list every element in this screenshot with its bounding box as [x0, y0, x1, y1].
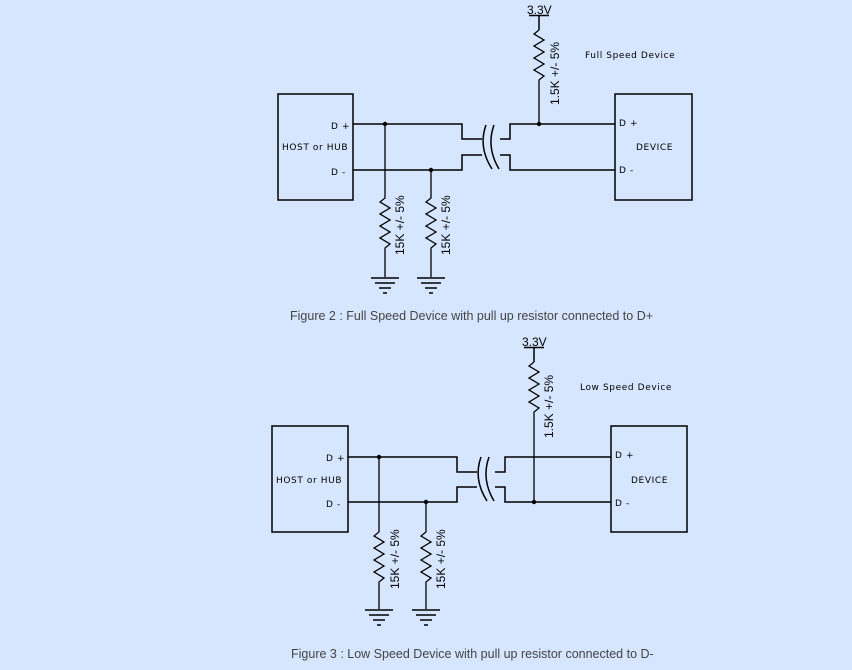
device-type-label: Low Speed Device [580, 383, 672, 393]
figure-2: 3.3V 1.5K +/- 5% Full Speed Device D + H… [277, 3, 693, 323]
twisted-pair-left [477, 456, 488, 502]
junction-pullup [536, 121, 542, 127]
host-box [271, 425, 349, 533]
device-box [610, 425, 688, 533]
dminus-wire-device [495, 486, 611, 503]
pulldown-resistor-1 [372, 457, 386, 609]
supply-voltage-label: 3.3V [522, 335, 547, 349]
ground-icon [417, 277, 445, 294]
device-dminus-label: D - [615, 499, 630, 509]
host-dminus-label: D - [326, 500, 341, 510]
twisted-pair-right [490, 124, 500, 170]
pullup-resistor-label: 1.5K +/- 5% [542, 375, 556, 438]
dplus-wire-device [495, 456, 611, 473]
device-label: DEVICE [636, 143, 673, 153]
host-label: HOST or HUB [282, 143, 348, 153]
pulldown-resistor-2 [419, 502, 433, 609]
ground-icon [412, 609, 440, 626]
device-box [614, 93, 693, 201]
host-dminus-label: D - [331, 168, 346, 178]
junction-pullup [531, 499, 537, 505]
host-dplus-label: D + [326, 454, 345, 464]
dminus-wire-device [500, 154, 615, 171]
pulldown-resistor-1 [378, 124, 392, 277]
supply-voltage-label: 3.3V [527, 3, 552, 17]
pullup-resistor [532, 29, 546, 124]
pulldown-resistor-2 [424, 170, 438, 277]
device-type-label: Full Speed Device [585, 51, 675, 61]
pulldown-resistor-2-label: 15K +/- 5% [439, 195, 453, 255]
dplus-wire-device [500, 123, 615, 140]
figure-caption: Figure 3 : Low Speed Device with pull up… [291, 647, 654, 661]
pulldown-resistor-1-label: 15K +/- 5% [388, 529, 402, 589]
host-dplus-label: D + [331, 122, 350, 132]
twisted-pair-right [485, 456, 495, 502]
figure-3: 3.3V 1.5K +/- 5% Low Speed Device D + HO… [271, 335, 688, 661]
pulldown-resistor-1-label: 15K +/- 5% [393, 195, 407, 255]
pullup-resistor-label: 1.5K +/- 5% [548, 42, 562, 105]
device-dminus-label: D - [619, 166, 634, 176]
twisted-pair-left [482, 124, 493, 170]
host-label: HOST or HUB [276, 476, 342, 486]
ground-icon [365, 609, 393, 626]
ground-icon [371, 277, 399, 294]
dplus-wire-host [348, 456, 477, 473]
pullup-resistor [527, 361, 541, 502]
dminus-wire-host [353, 154, 482, 171]
figure-caption: Figure 2 : Full Speed Device with pull u… [290, 309, 653, 323]
device-dplus-label: D + [619, 119, 638, 129]
pulldown-resistor-2-label: 15K +/- 5% [434, 529, 448, 589]
dminus-wire-host [348, 486, 477, 503]
device-label: DEVICE [631, 476, 668, 486]
dplus-wire-host [353, 123, 482, 140]
host-box [277, 93, 354, 201]
device-dplus-label: D + [615, 451, 634, 461]
